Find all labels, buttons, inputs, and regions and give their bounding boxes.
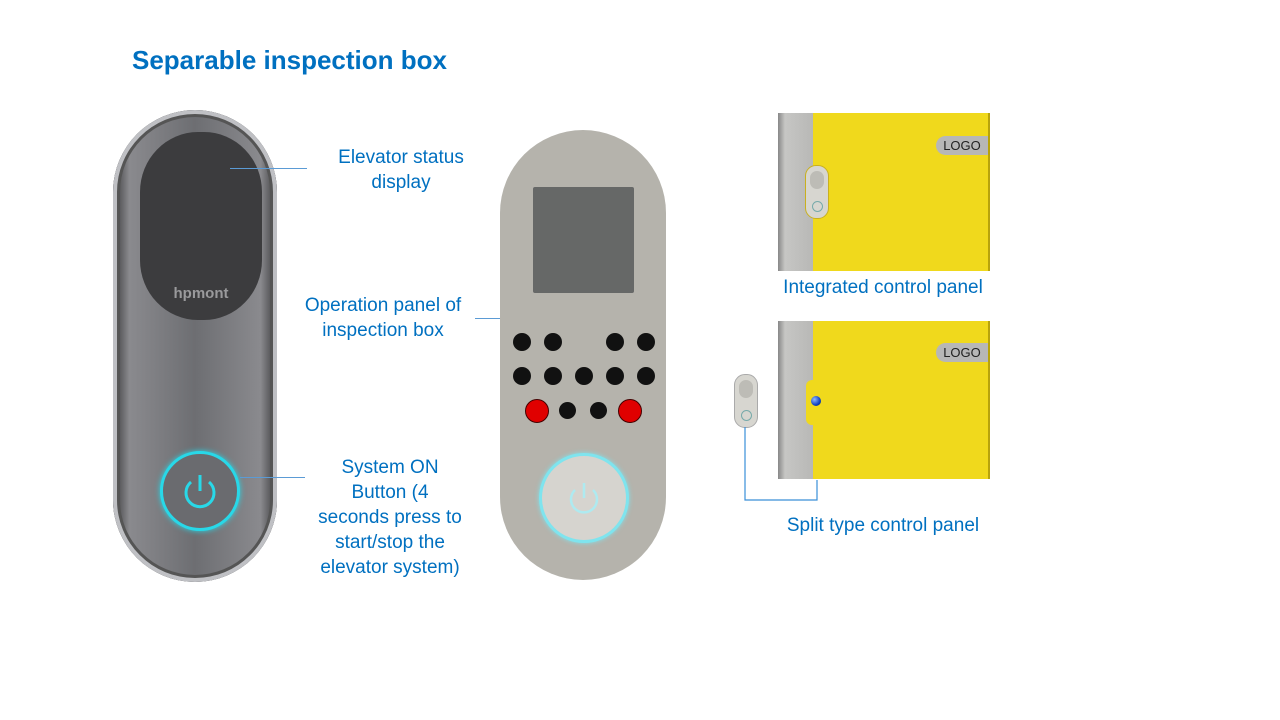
status-display: [140, 132, 262, 320]
label-line: inspection box: [322, 320, 444, 341]
panel-button[interactable]: [513, 367, 531, 385]
brand-logo: hpmont: [173, 285, 229, 302]
panel-button[interactable]: [575, 367, 593, 385]
power-button[interactable]: [539, 453, 629, 543]
label-line: start/stop the: [335, 532, 445, 553]
operation-panel-screen: [533, 187, 634, 293]
door-logo: LOGO: [936, 136, 988, 155]
label-line: display: [371, 172, 431, 193]
label-split: Split type control panel: [786, 515, 980, 536]
label-line: seconds press to: [318, 507, 462, 528]
split-door-illustration: LOGO: [778, 321, 990, 479]
red-panel-button[interactable]: [618, 399, 642, 423]
panel-button[interactable]: [544, 333, 562, 351]
power-icon: [569, 483, 599, 514]
label-line: Elevator status: [338, 147, 464, 168]
connector-cable: [744, 427, 818, 501]
split-mini-panel: [734, 374, 758, 428]
integrated-mini-panel: [805, 165, 829, 219]
page-title: Separable inspection box: [132, 45, 447, 75]
label-operation-panel: Operation panel of inspection box: [283, 293, 483, 343]
door-logo: LOGO: [936, 343, 988, 362]
label-line: elevator system): [320, 557, 460, 578]
panel-button[interactable]: [513, 333, 531, 351]
label-system-on: System ON Button (4 seconds press to sta…: [295, 455, 485, 580]
label-line: Button (4: [351, 482, 429, 503]
panel-button[interactable]: [637, 367, 655, 385]
label-line: Operation panel of: [304, 295, 462, 316]
label-integrated: Integrated control panel: [783, 277, 983, 298]
label-status-display: Elevator status display: [311, 145, 491, 195]
power-icon: [184, 475, 216, 509]
panel-button[interactable]: [544, 367, 562, 385]
leader-line: [240, 477, 305, 478]
panel-button[interactable]: [606, 367, 624, 385]
panel-button[interactable]: [637, 333, 655, 351]
panel-button[interactable]: [559, 402, 576, 419]
leader-line: [230, 168, 307, 169]
panel-button[interactable]: [606, 333, 624, 351]
label-line: System ON: [341, 457, 439, 478]
power-button[interactable]: [160, 451, 240, 531]
connector-dot: [811, 396, 821, 406]
red-panel-button[interactable]: [525, 399, 549, 423]
integrated-door-illustration: LOGO: [778, 113, 990, 271]
panel-button[interactable]: [590, 402, 607, 419]
